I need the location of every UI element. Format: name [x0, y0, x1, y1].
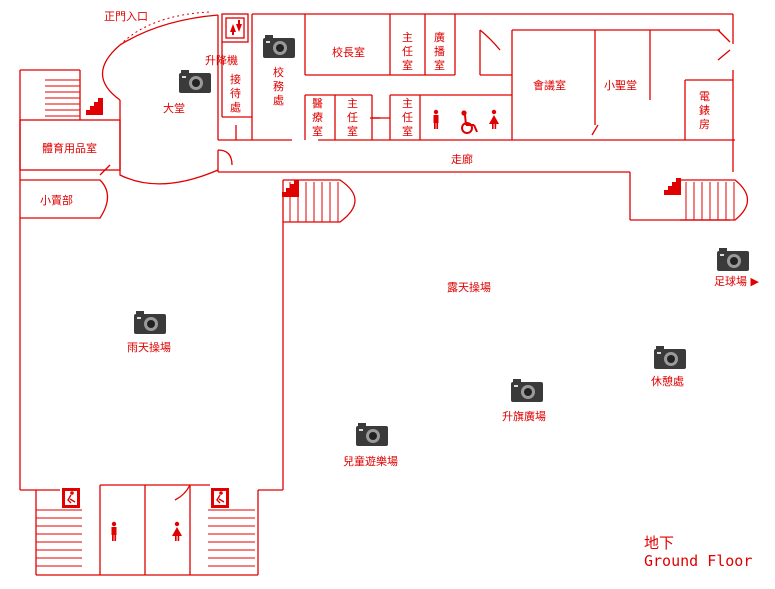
area-kids: 兒童遊樂場 — [343, 455, 398, 468]
floor-label-en: Ground Floor — [644, 552, 753, 570]
floor-label-zh: 地下 — [644, 534, 675, 552]
emergency-exit-icon — [211, 488, 229, 508]
room-conference: 會議室 — [533, 79, 566, 92]
female-toilet-icon — [489, 109, 499, 129]
male-toilet-icon — [111, 521, 117, 541]
female-toilet-icon — [172, 521, 182, 541]
area-flag-square: 升旗廣場 — [502, 410, 546, 423]
male-toilet-icon — [433, 109, 439, 129]
area-rest: 休憩處 — [651, 375, 684, 388]
room-chapel: 小聖堂 — [604, 79, 637, 92]
corridor-label: 走廊 — [451, 153, 473, 166]
area-covered-playground: 雨天操場 — [127, 341, 171, 354]
camera-icon[interactable] — [178, 69, 212, 95]
area-playground: 露天操場 — [447, 281, 491, 294]
room-principal: 校長室 — [332, 46, 365, 59]
room-reception: 接待處 — [230, 73, 241, 114]
room-sports-store: 體育用品室 — [42, 142, 97, 155]
camera-icon[interactable] — [133, 310, 167, 336]
room-lobby: 大堂 — [163, 102, 185, 115]
camera-icon[interactable] — [653, 345, 687, 371]
camera-icon[interactable] — [510, 378, 544, 404]
room-head-2: 主任室 — [347, 97, 358, 138]
emergency-exit-icon — [62, 488, 80, 508]
room-medical: 醫療室 — [312, 97, 323, 138]
stairs-icon — [664, 178, 681, 195]
camera-icon[interactable] — [355, 422, 389, 448]
stairs-icon — [86, 98, 103, 115]
room-broadcast: 廣播室 — [434, 31, 445, 72]
accessible-toilet-icon — [461, 110, 478, 134]
room-lift: 升降機 — [205, 54, 238, 67]
room-head-1: 主任室 — [402, 31, 413, 72]
lift-icon — [230, 20, 242, 35]
room-electric: 電錶房 — [699, 90, 710, 131]
entrance-label: 正門入口 — [104, 10, 148, 23]
camera-icon[interactable] — [262, 34, 296, 60]
room-head-3: 主任室 — [402, 97, 413, 138]
camera-icon[interactable] — [716, 247, 750, 273]
room-general-office: 校務處 — [273, 66, 284, 107]
area-football-link[interactable]: 足球場 ▶ — [714, 275, 759, 288]
room-tuckshop: 小賣部 — [40, 194, 73, 207]
